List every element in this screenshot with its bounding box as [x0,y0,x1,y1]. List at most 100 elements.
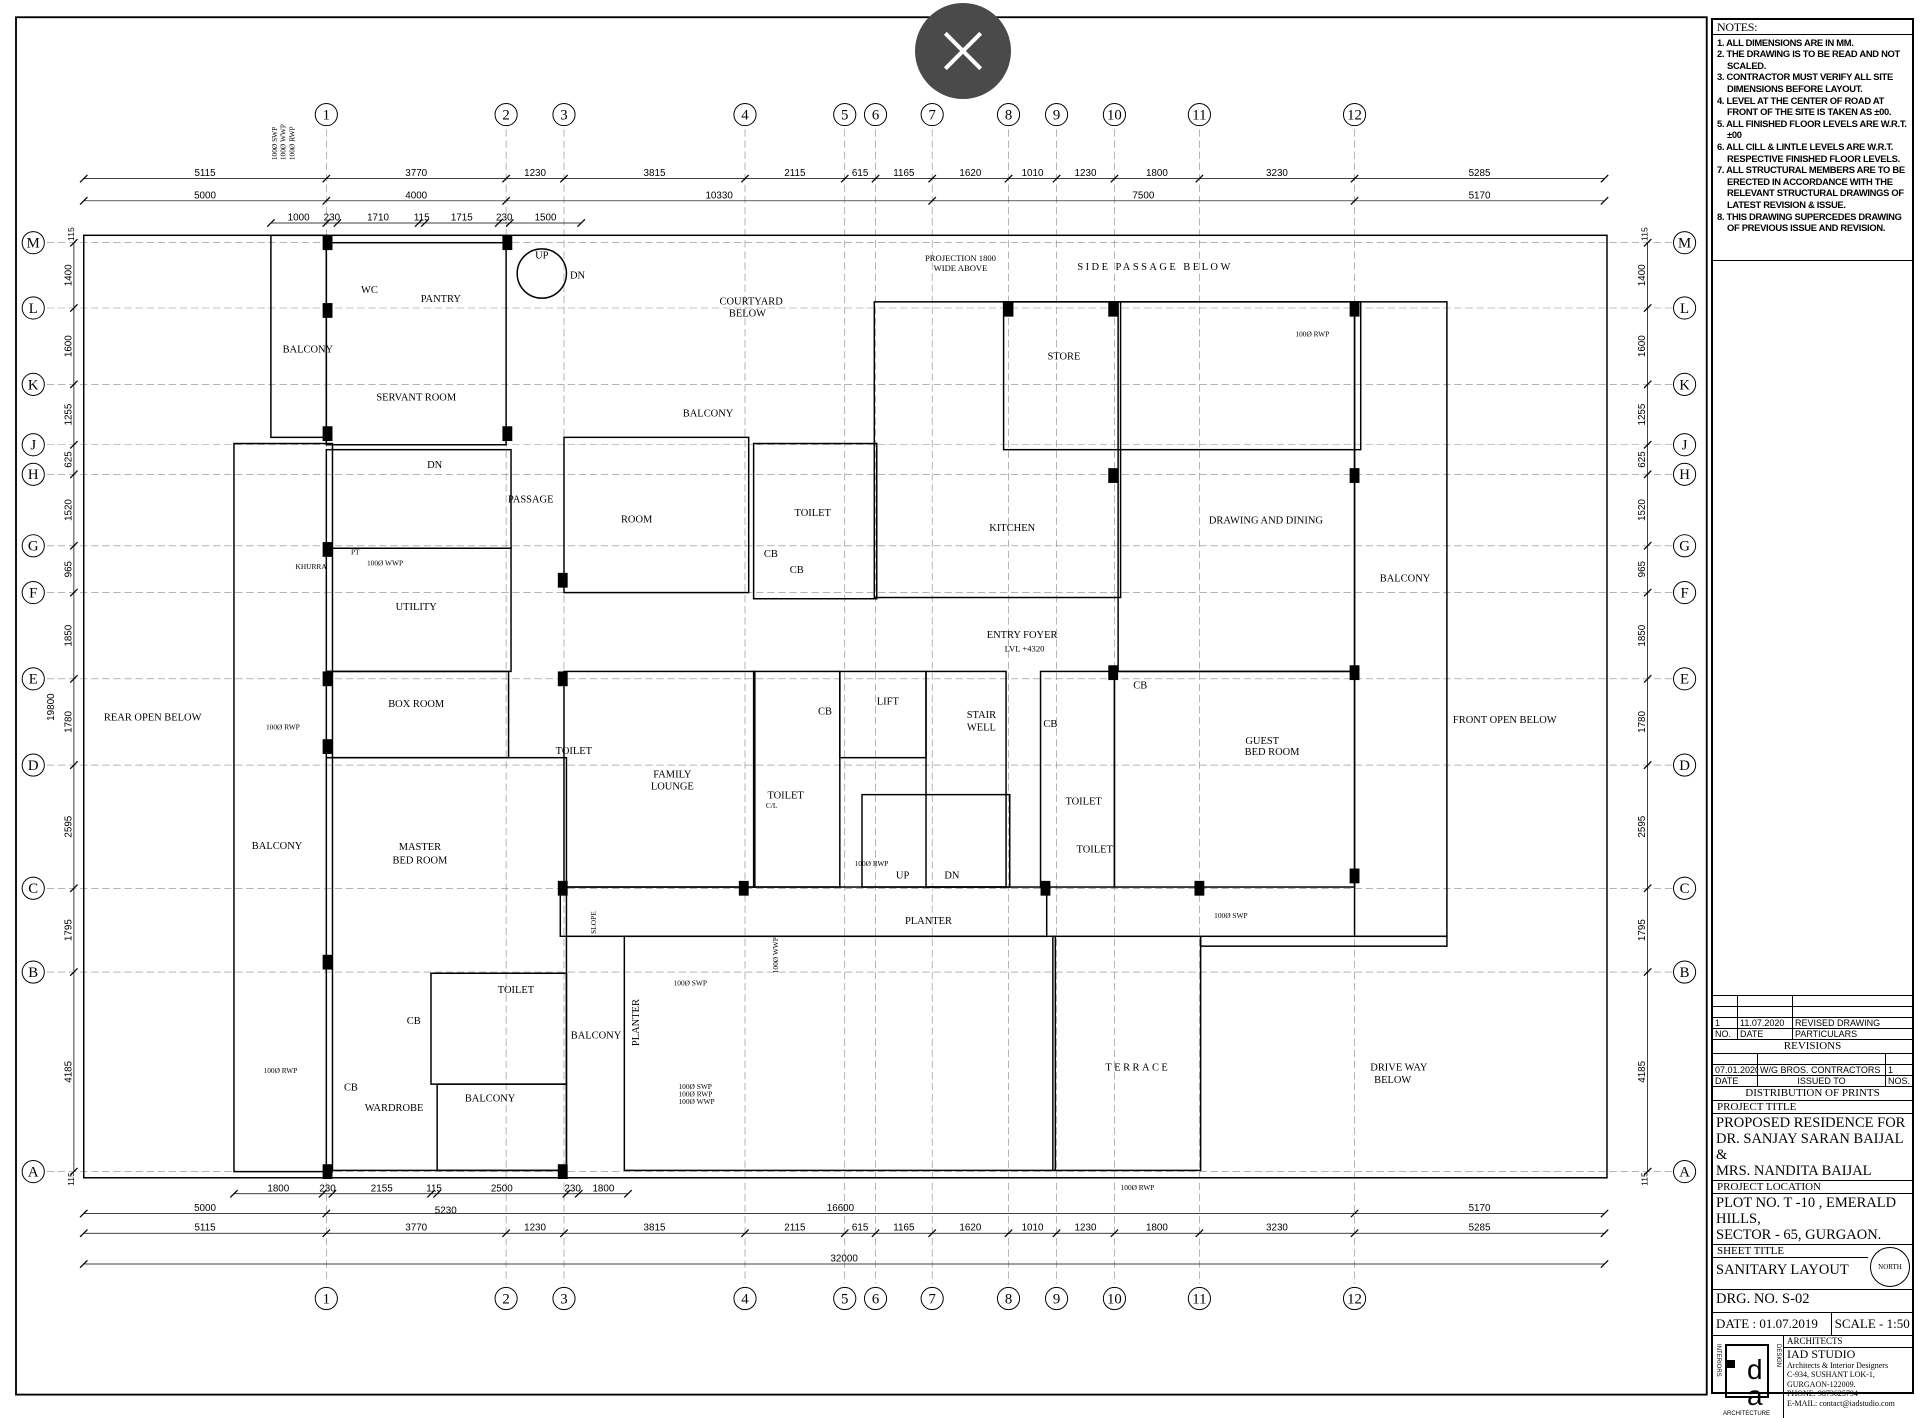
dimension-tick [79,196,88,205]
grid-bubble [552,102,576,127]
dimension-tick [1643,380,1652,389]
dimension-tick [322,218,331,228]
grid-label: 2 [502,107,509,123]
room-label: DRAWING AND DINING [1209,516,1324,527]
bottom-dimension: 5230 [435,1206,457,1217]
column [322,542,333,557]
grid-label: 11 [1192,107,1206,123]
studio-line: GURGAON-122009. [1787,1379,1856,1389]
grid-bubble [21,667,45,691]
dimension-tick [420,218,429,228]
bottom-dimension: 230 [319,1183,336,1194]
dimension-tick [740,174,750,183]
right-dimension: 1400 [1637,264,1648,286]
wall-outline [325,448,512,549]
grid-label: 9 [1053,1291,1060,1307]
grid-label: M [1678,236,1691,252]
grid-label: 3 [560,1291,567,1307]
grid-bubble [21,534,45,558]
note: 2. THE DRAWING IS TO BE READ AND NOT SCA… [1717,48,1900,71]
dimension-tick [1350,174,1359,183]
grid-bubble [1672,296,1697,320]
dimension-tick [574,1189,583,1198]
room-label: ROOM [621,514,652,525]
column [322,235,333,251]
grid-label: J [30,438,36,454]
room-label: UTILITY [396,602,438,613]
grid-label: L [1680,301,1689,317]
wall-outline [1113,670,1356,888]
pipe-label: 100Ø SWP [679,1082,712,1091]
room-label: CB [1043,719,1057,730]
grid-bubble [21,462,45,486]
dimension-tick [414,218,423,228]
dimension-tick [928,196,937,205]
grid-label: G [1679,539,1690,555]
dimension-tick [494,218,503,228]
left-dimension-total: 19800 [46,693,57,721]
dimension-tick [840,1229,849,1238]
grid-bubble [21,876,45,900]
pipe-label: 100Ø RWP [1121,1183,1155,1192]
project-title: PROPOSED RESIDENCE FOR DR. SANJAY SARAN … [1713,1114,1912,1181]
dimension-tick [1052,1229,1061,1238]
note: 8. THIS DRAWING SUPERCEDES DRAWING OF PR… [1717,210,1902,234]
column [1349,468,1360,483]
grid-bubble [863,1286,888,1311]
note: 7. ALL STRUCTURAL MEMBERS ARE TO BE EREC… [1717,164,1905,210]
grid-label: K [1679,377,1690,393]
dimension-tick [1110,174,1119,183]
right-dimension: 2595 [1637,815,1648,837]
dimension-tick [1600,196,1609,205]
grid-bubble [21,753,45,777]
dimension-tick [1110,1229,1119,1238]
top-dimension: 7500 [1132,190,1154,201]
spiral-stair [516,248,568,299]
wall-outline [752,442,878,600]
edge-dimension: 115 [1640,227,1650,241]
column [322,954,333,970]
grid-bubble [1342,1286,1367,1311]
bottom-dimension: 2155 [371,1183,393,1194]
notes: NOTES: 1. ALL DIMENSIONS ARE IN MM. 2. T… [1713,20,1912,236]
dimension-tick [328,1189,337,1198]
column [557,572,568,588]
room-label: BALCONY [465,1093,516,1104]
grid-bubble [1672,960,1697,984]
dimension-tick [559,1229,569,1238]
dimension-tick [559,174,569,183]
grid-label: J [1682,438,1688,454]
print-date: 07.01.2020 [1715,1065,1758,1075]
grid-label: 1 [323,107,330,123]
close-button[interactable] [915,3,1011,99]
dimension-tick [266,218,276,228]
bottom-dimension: 2115 [784,1223,806,1234]
grid-label: 4 [741,107,749,123]
grid-label: 8 [1005,1291,1012,1307]
bottom-dimension: 615 [852,1223,869,1234]
grid-bubble [1672,372,1697,396]
room-label: CB [818,707,832,718]
drawing-date: DATE : 01.07.2019 [1713,1313,1832,1335]
room-label: SIDE PASSAGE BELOW [1077,262,1232,273]
dimension-tick [1643,541,1652,550]
wall-outline [925,670,1007,888]
room-label: WIDE ABOVE [934,263,988,273]
top-dimension: 1230 [1075,168,1097,179]
drawing-scale: SCALE - 1:50 [1834,1316,1910,1331]
revision-particulars: REVISED DRAWING [1795,1018,1881,1028]
wall-outline [270,234,328,439]
project-title-line: DR. SANJAY SARAN BAIJAL & [1716,1131,1903,1163]
top-dimension: 1715 [451,213,473,224]
right-dimension: 1520 [1637,499,1648,521]
wall-outline [1117,301,1356,673]
room-label: WELL [967,723,996,734]
wall-outline [559,886,1048,938]
dimension-tick [79,1229,88,1238]
room-label: FAMILY [653,769,692,780]
room-label: BALCONY [683,408,734,419]
grid-bubble [1672,581,1697,605]
room-label: BALCONY [571,1031,622,1042]
